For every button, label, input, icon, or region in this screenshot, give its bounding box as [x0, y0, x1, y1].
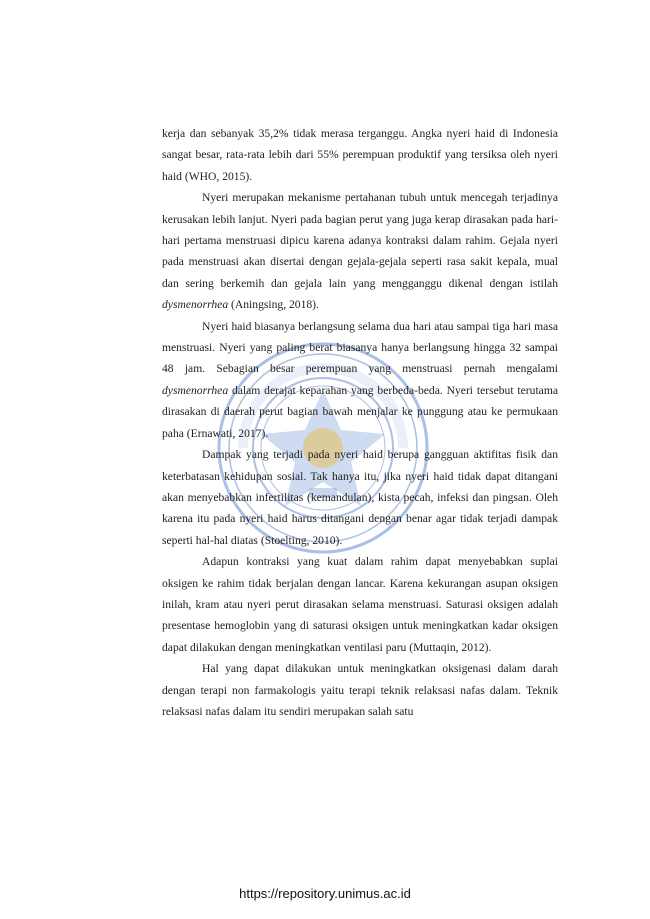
document-body: kerja dan sebanyak 35,2% tidak merasa te… [162, 123, 558, 722]
paragraph-2-citation: (Aningsing, 2018). [228, 298, 319, 312]
paragraph-2-term: dysmenorrhea [162, 298, 229, 312]
paragraph-2: Nyeri merupakan mekanisme pertahanan tub… [162, 187, 558, 315]
paragraph-5: Adapun kontraksi yang kuat dalam rahim d… [162, 555, 558, 654]
paragraph-3-term: dysmenorrhea [162, 383, 229, 397]
paragraph-2-text: Nyeri merupakan mekanisme pertahanan tub… [162, 191, 558, 290]
paragraph-1: kerja dan sebanyak 35,2% tidak merasa te… [162, 127, 558, 183]
paragraph-6: Hal yang dapat dilakukan untuk meningkat… [162, 662, 558, 718]
repository-url[interactable]: https://repository.unimus.ac.id [239, 886, 411, 901]
paragraph-3-text: Nyeri haid biasanya berlangsung selama d… [162, 319, 558, 376]
paragraph-4: Dampak yang terjadi pada nyeri haid beru… [162, 448, 558, 547]
paragraph-3: Nyeri haid biasanya berlangsung selama d… [162, 316, 558, 444]
paragraph-3-rest: dalam derajat keparahan yang berbeda-bed… [162, 383, 558, 440]
